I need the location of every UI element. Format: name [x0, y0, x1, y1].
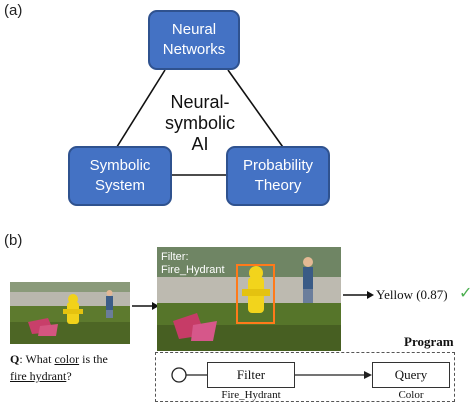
- question-part1: : What: [19, 352, 55, 366]
- node-symbolic-system-line2: System: [94, 177, 145, 194]
- node-probability-theory-line1: Probability: [242, 157, 314, 174]
- program-frame: [155, 352, 455, 402]
- edge-nn-probability: [227, 69, 286, 151]
- node-probability-theory: Probability Theory: [226, 146, 330, 206]
- triangle-connectors: [114, 69, 286, 176]
- check-icon: ✓: [459, 285, 473, 302]
- filter-box: Filter: [207, 362, 295, 388]
- edge-nn-symbolic: [114, 69, 166, 151]
- node-neural-networks-line2: Networks: [162, 41, 226, 58]
- question-color-word: color: [54, 352, 80, 366]
- filtered-photo: Filter: Fire_Hydrant: [157, 247, 341, 351]
- hydrant-bounding-box: [236, 264, 275, 324]
- center-label: Neural- symbolic AI: [150, 92, 250, 155]
- center-label-line1: Neural-: [170, 92, 230, 112]
- input-photo-scene: [10, 282, 130, 344]
- panel-a-label: (a): [4, 2, 23, 19]
- node-neural-networks: Neural Networks: [148, 10, 240, 70]
- filter-caption: Filter: Fire_Hydrant: [161, 251, 225, 277]
- input-arrow: [132, 302, 159, 310]
- panel-b-label: (b): [4, 232, 23, 249]
- filtered-photo-scene: [157, 247, 341, 351]
- center-label-line3: AI: [191, 134, 209, 154]
- question-suffix: ?: [66, 369, 72, 383]
- question-text: Q: What color is the fire hydrant?: [10, 351, 150, 385]
- input-photo: [10, 282, 130, 344]
- filter-caption-line2: Fire_Hydrant: [161, 264, 225, 276]
- center-label-line2: symbolic: [164, 113, 235, 133]
- question-object-word: fire hydrant: [10, 369, 67, 383]
- program-start-icon: [171, 367, 187, 383]
- question-prefix: Q: [10, 352, 20, 366]
- node-neural-networks-line1: Neural: [171, 21, 217, 38]
- answer-text: Yellow (0.87): [376, 287, 448, 302]
- query-box: Query: [372, 362, 450, 388]
- question-part2: is the: [79, 352, 108, 366]
- node-probability-theory-line2: Theory: [254, 177, 302, 194]
- program-flow: [171, 367, 372, 383]
- filter-arg: Fire_Hydrant: [221, 389, 281, 401]
- program-title: Program: [404, 334, 454, 349]
- query-arg: Color: [398, 389, 424, 401]
- filter-caption-line1: Filter:: [161, 251, 189, 263]
- node-symbolic-system: Symbolic System: [68, 146, 172, 206]
- answer-arrow: [343, 291, 374, 299]
- node-symbolic-system-line1: Symbolic: [89, 157, 151, 174]
